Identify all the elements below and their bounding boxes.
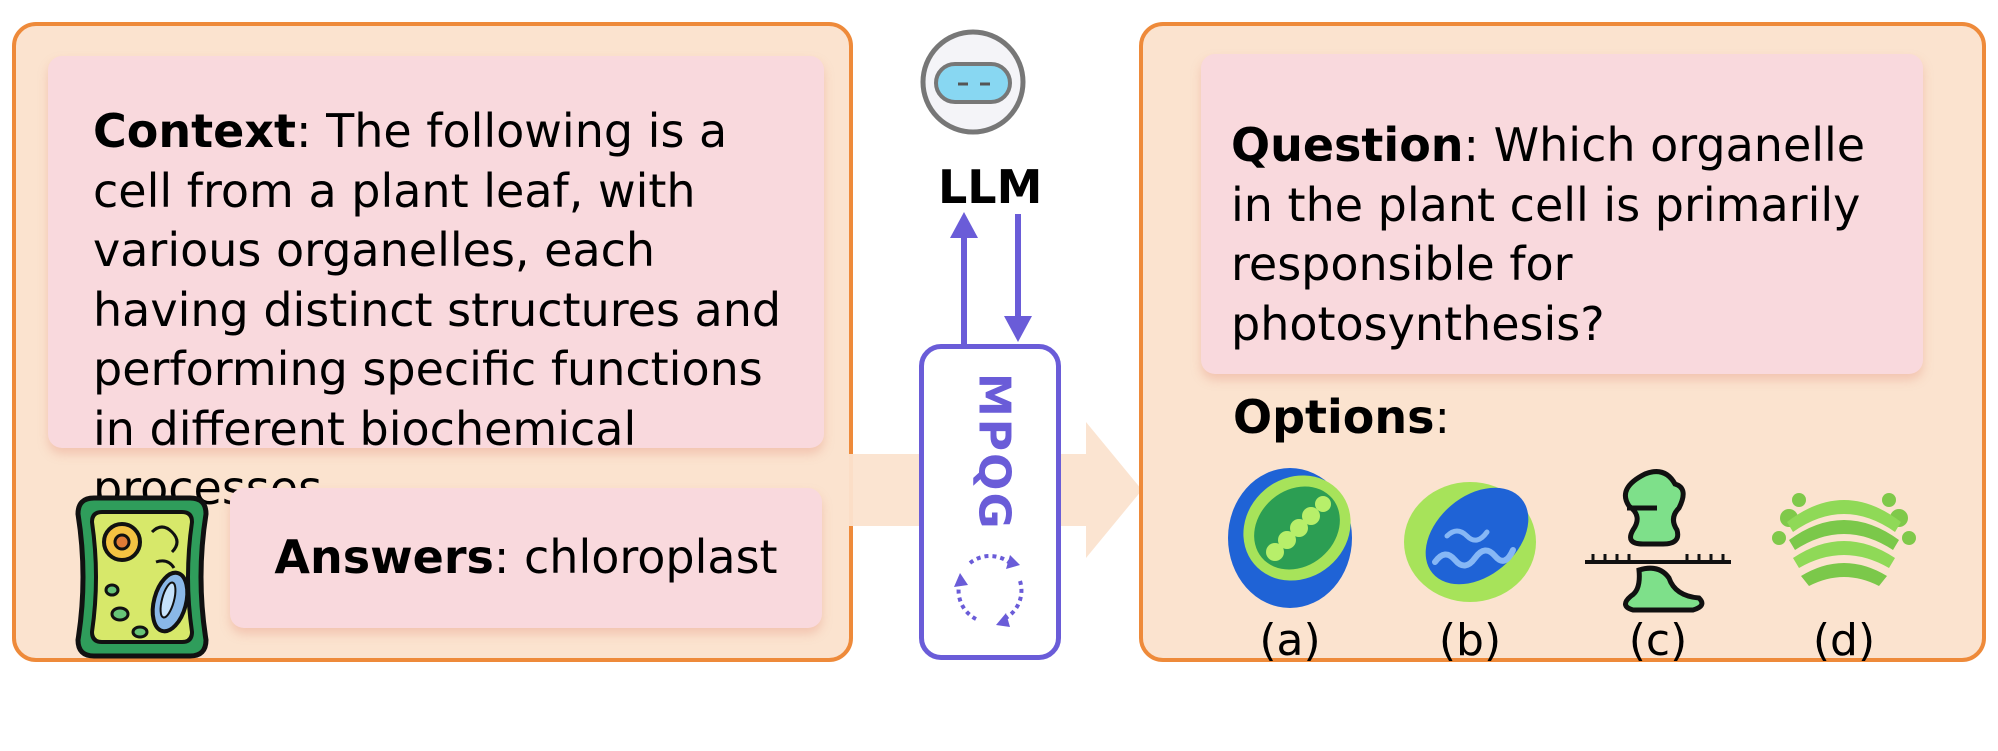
plant-cell-icon: [75, 495, 209, 659]
context-card: Context: The following is a cell from a …: [48, 56, 824, 515]
down-arrow-icon: [1004, 316, 1032, 342]
option-b-label: (b): [1438, 615, 1502, 666]
mitochondrion-icon: [1404, 482, 1536, 602]
robot-icon: [920, 29, 1026, 135]
option-d: (d): [1769, 466, 1919, 666]
golgi-apparatus-icon: [1772, 493, 1916, 586]
answers-card: Answers: chloroplast: [230, 488, 822, 628]
context-heading: Context: [93, 104, 296, 158]
membrane-protein-icon: [1585, 469, 1731, 613]
context-panel: Context: The following is a cell from a …: [12, 22, 853, 662]
options-heading-label: Options: [1233, 390, 1435, 444]
question-body: : Which organelle in the plant cell is p…: [1231, 118, 1866, 351]
context-text: Context: The following is a cell from a …: [93, 102, 814, 519]
llm-label: LLM: [938, 160, 1043, 214]
options-heading: Options:: [1233, 390, 1450, 444]
option-c-label: (c): [1628, 615, 1688, 666]
option-a: (a): [1215, 466, 1365, 666]
options-heading-colon: :: [1434, 390, 1451, 444]
context-body: : The following is a cell from a plant l…: [93, 104, 782, 515]
question-text: Question: Which organelle in the plant c…: [1231, 116, 1903, 354]
option-a-label: (a): [1259, 615, 1321, 666]
answers-value: : chloroplast: [493, 530, 778, 585]
question-heading: Question: [1231, 118, 1464, 172]
chloroplast-icon: [1228, 468, 1352, 608]
up-arrow-icon: [950, 212, 978, 238]
refresh-cycle-icon: [954, 553, 1024, 627]
mpqg-label: MPQG: [968, 373, 1020, 531]
exchange-arrows: [950, 212, 1032, 344]
mpqg-module: MPQG: [919, 344, 1061, 660]
option-c: (c): [1583, 466, 1733, 666]
option-d-label: (d): [1812, 615, 1876, 666]
question-panel: Question: Which organelle in the plant c…: [1139, 22, 1986, 666]
question-card: Question: Which organelle in the plant c…: [1201, 54, 1923, 374]
answers-text: Answers: chloroplast: [274, 528, 777, 588]
answers-heading: Answers: [274, 530, 494, 585]
option-b: (b): [1395, 466, 1545, 666]
